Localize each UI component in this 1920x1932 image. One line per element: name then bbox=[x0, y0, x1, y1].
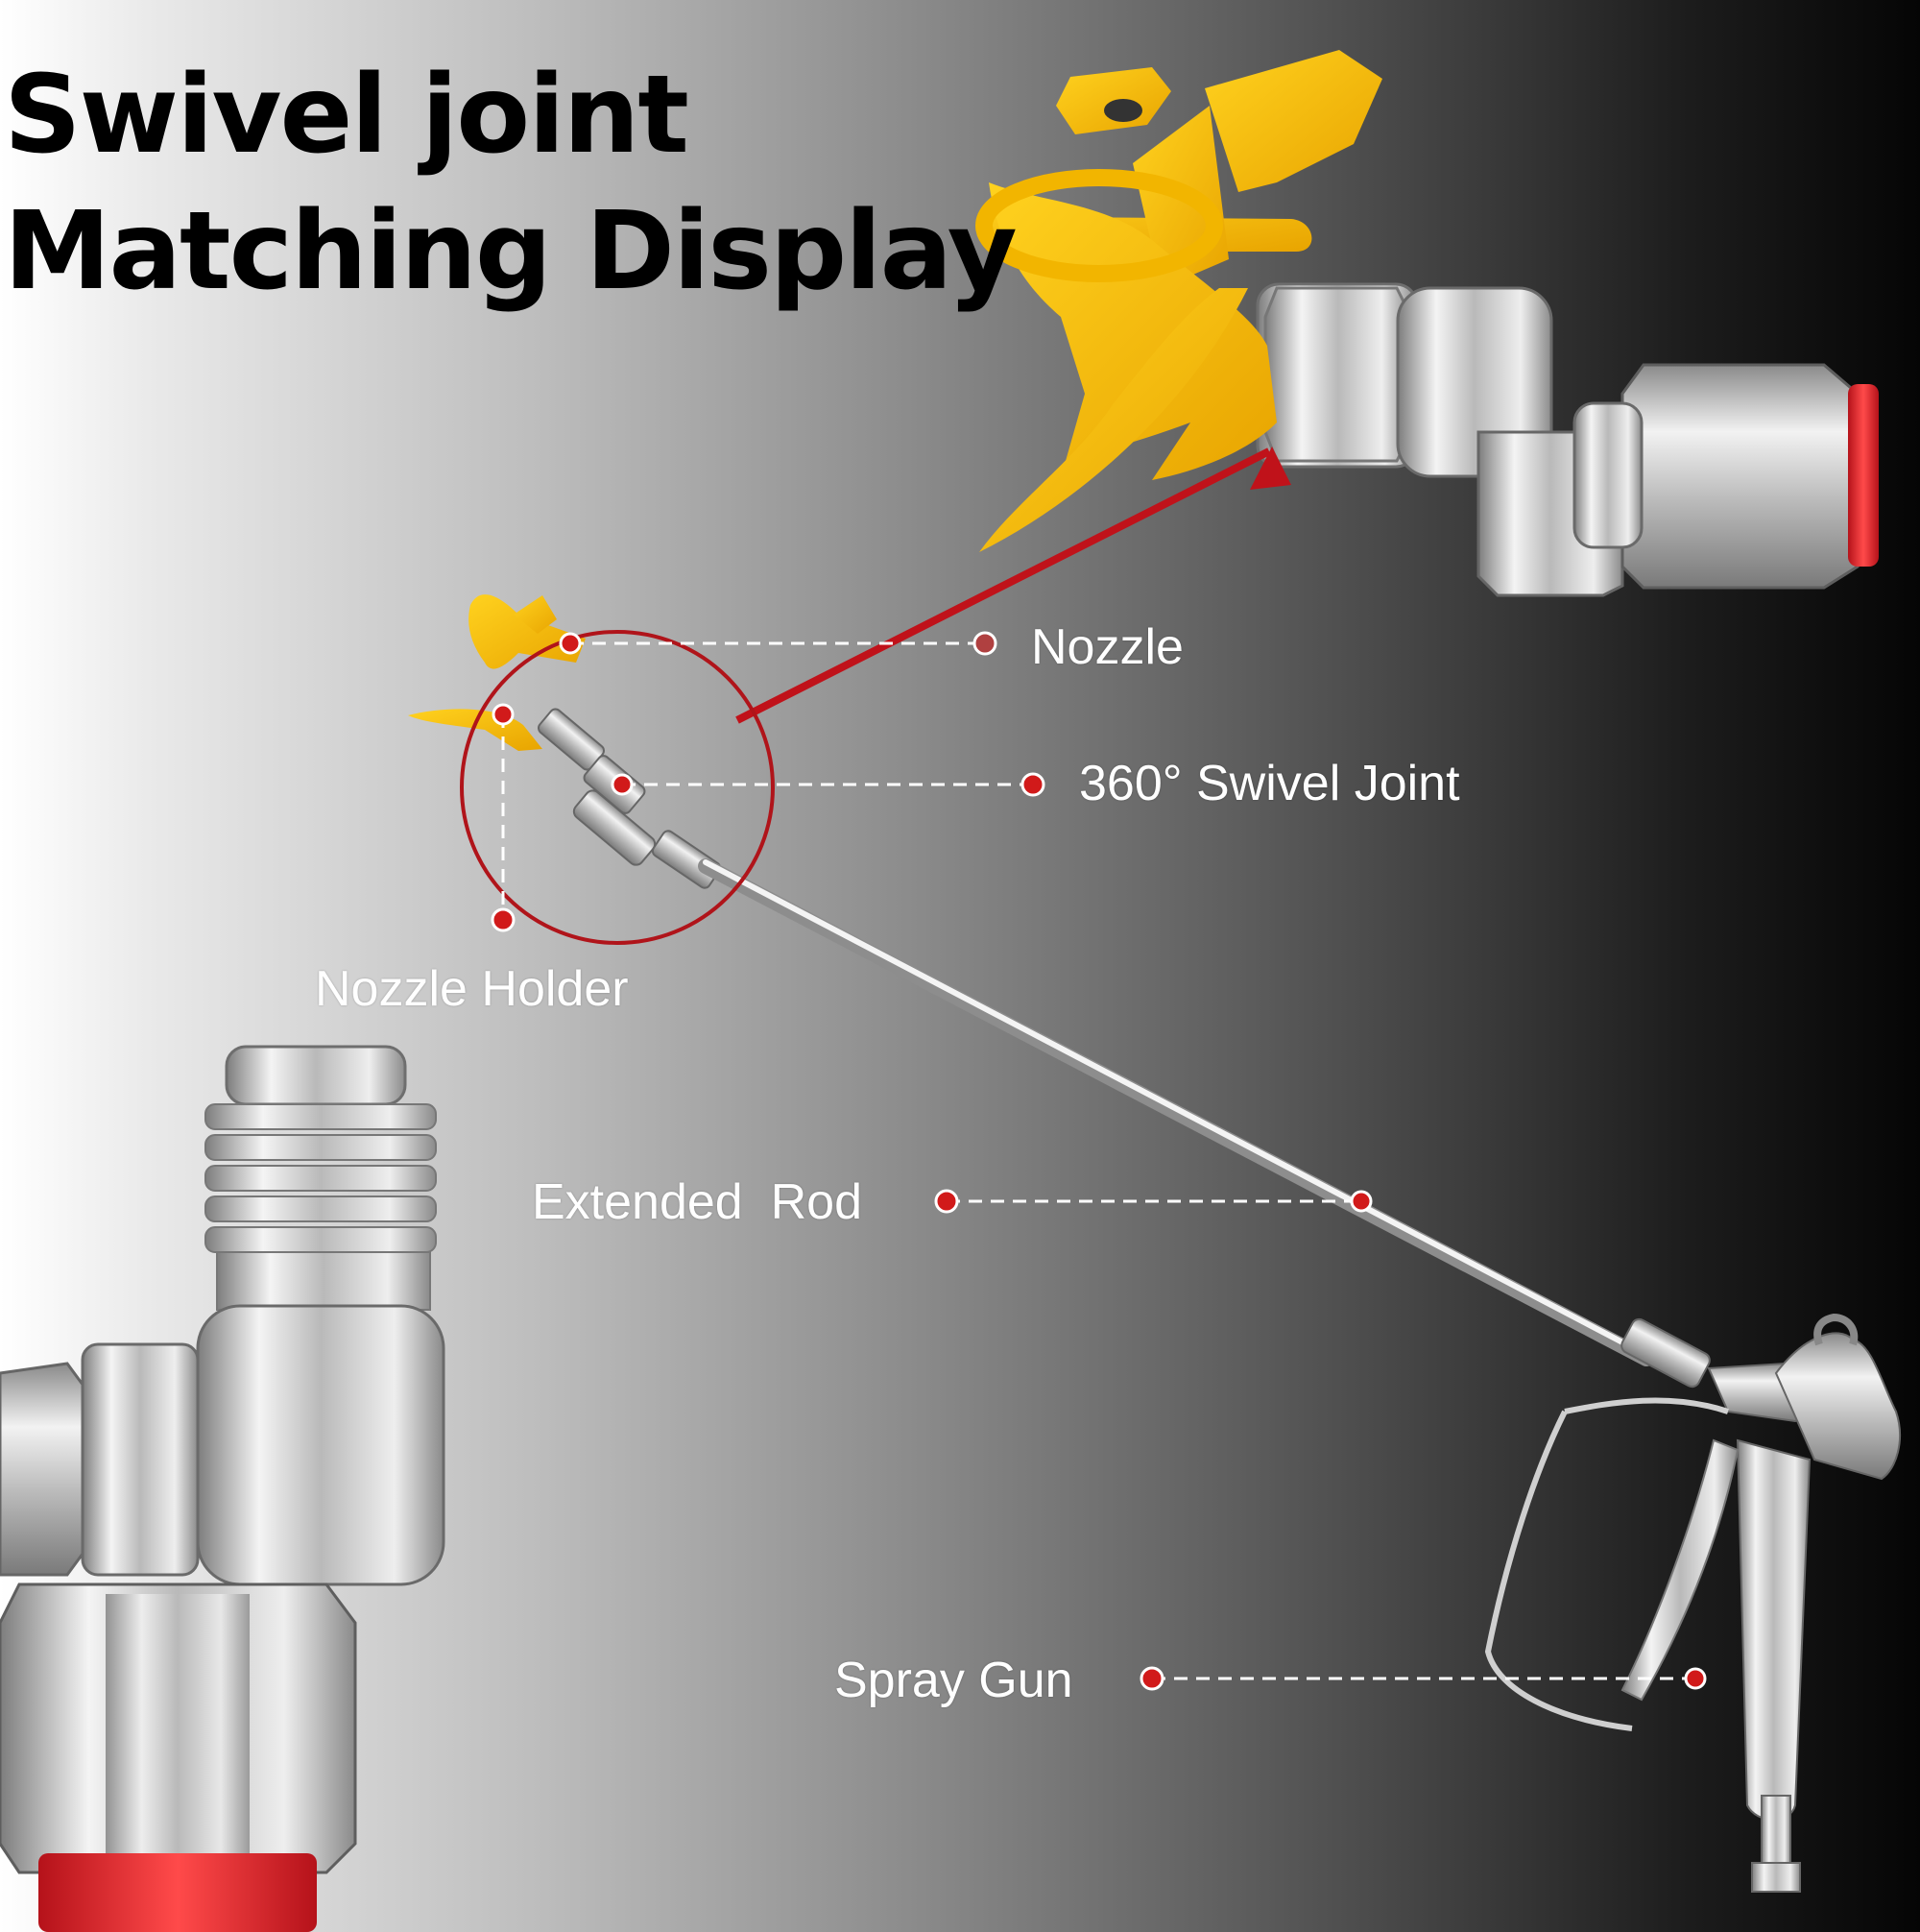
callout-nozzle-holder: Nozzle Holder bbox=[315, 961, 629, 1017]
page-title-line-1: Swivel joint bbox=[4, 53, 689, 178]
page-title-line-2: Matching Display bbox=[4, 189, 1018, 314]
pointer-arrow bbox=[735, 447, 1271, 724]
callout-extended-rod: Extended Rod bbox=[532, 1174, 863, 1230]
swivel-joint-large bbox=[0, 1045, 445, 1932]
leader-lines bbox=[501, 641, 1695, 1680]
callout-spray-gun: Spray Gun bbox=[834, 1653, 1073, 1708]
detail-circle bbox=[460, 630, 775, 945]
callout-nozzle: Nozzle bbox=[1031, 619, 1184, 675]
swivel-joint-closeup bbox=[975, 50, 1879, 597]
spray-gun-assembly bbox=[408, 594, 1902, 1893]
callout-dots bbox=[491, 631, 1707, 1691]
callout-swivel-joint: 360° Swivel Joint bbox=[1079, 756, 1460, 811]
yellow-tip-guard bbox=[975, 50, 1382, 552]
